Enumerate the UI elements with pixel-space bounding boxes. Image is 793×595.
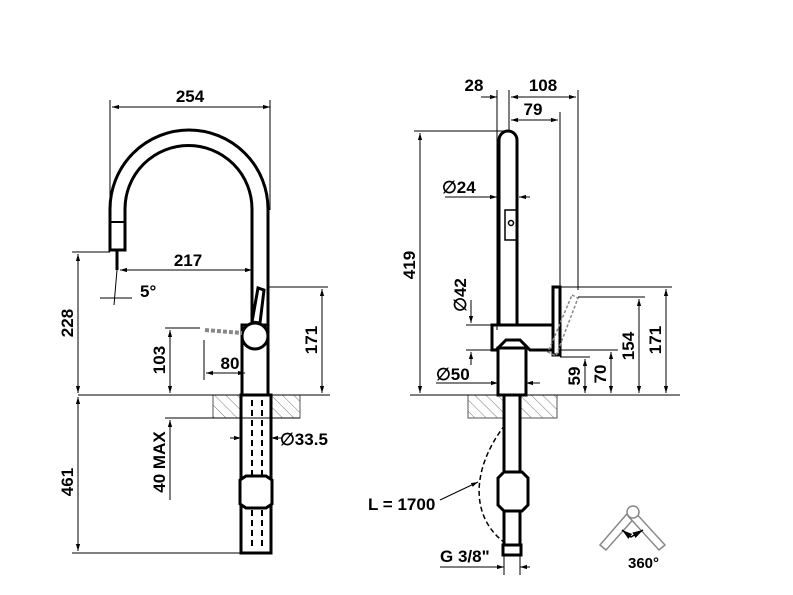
body <box>490 323 557 352</box>
dim-base-diameter: ∅50 <box>436 365 470 384</box>
dim-hose-length: L = 1700 <box>368 495 435 514</box>
side-view: 28 108 79 419 ∅24 ∅42 ∅50 59 70 154 171 … <box>368 76 680 575</box>
connector <box>496 470 530 513</box>
neck <box>496 346 528 397</box>
dim-under-length: 461 <box>58 468 77 496</box>
lever <box>250 286 266 325</box>
dim-width: 254 <box>176 87 205 106</box>
dim-154: 154 <box>619 331 638 360</box>
dim-body-diameter: ∅42 <box>451 278 470 312</box>
dim-thread: G 3/8" <box>440 547 490 566</box>
dim-171: 171 <box>646 326 665 354</box>
dim-spout-reach: 217 <box>174 251 202 270</box>
tube <box>497 129 519 325</box>
dim-lever-depth: 79 <box>524 100 543 119</box>
dim-70: 70 <box>591 365 610 384</box>
dim-deck-thickness: 40 MAX <box>150 431 169 493</box>
pull-out-hose <box>478 424 509 546</box>
dim-total-height: 419 <box>400 251 419 279</box>
lever-hub <box>240 321 270 351</box>
dim-lever-height: 171 <box>302 326 321 354</box>
lever-alt-position <box>204 328 243 335</box>
dim-depth: 108 <box>529 76 557 95</box>
dim-offset: 28 <box>465 76 484 95</box>
dim-tube-diameter: ∅24 <box>442 178 476 197</box>
dim-shank-diameter: ∅33.5 <box>280 430 328 449</box>
lever <box>551 285 562 357</box>
front-view: 254 217 5° 228 171 103 80 461 40 MAX ∅33… <box>58 87 330 555</box>
dim-spout-height: 228 <box>58 309 77 337</box>
dim-lever-reach-height: 103 <box>150 346 169 374</box>
spout <box>108 128 270 330</box>
rotation-360-icon: 360° <box>598 505 667 572</box>
rotation-label: 360° <box>628 555 659 572</box>
shank-and-hoses <box>239 393 273 555</box>
dim-lever-swing: 80 <box>221 354 240 373</box>
dim-59: 59 <box>565 367 584 386</box>
dim-spray-angle: 5° <box>140 282 156 301</box>
connector <box>238 474 274 510</box>
